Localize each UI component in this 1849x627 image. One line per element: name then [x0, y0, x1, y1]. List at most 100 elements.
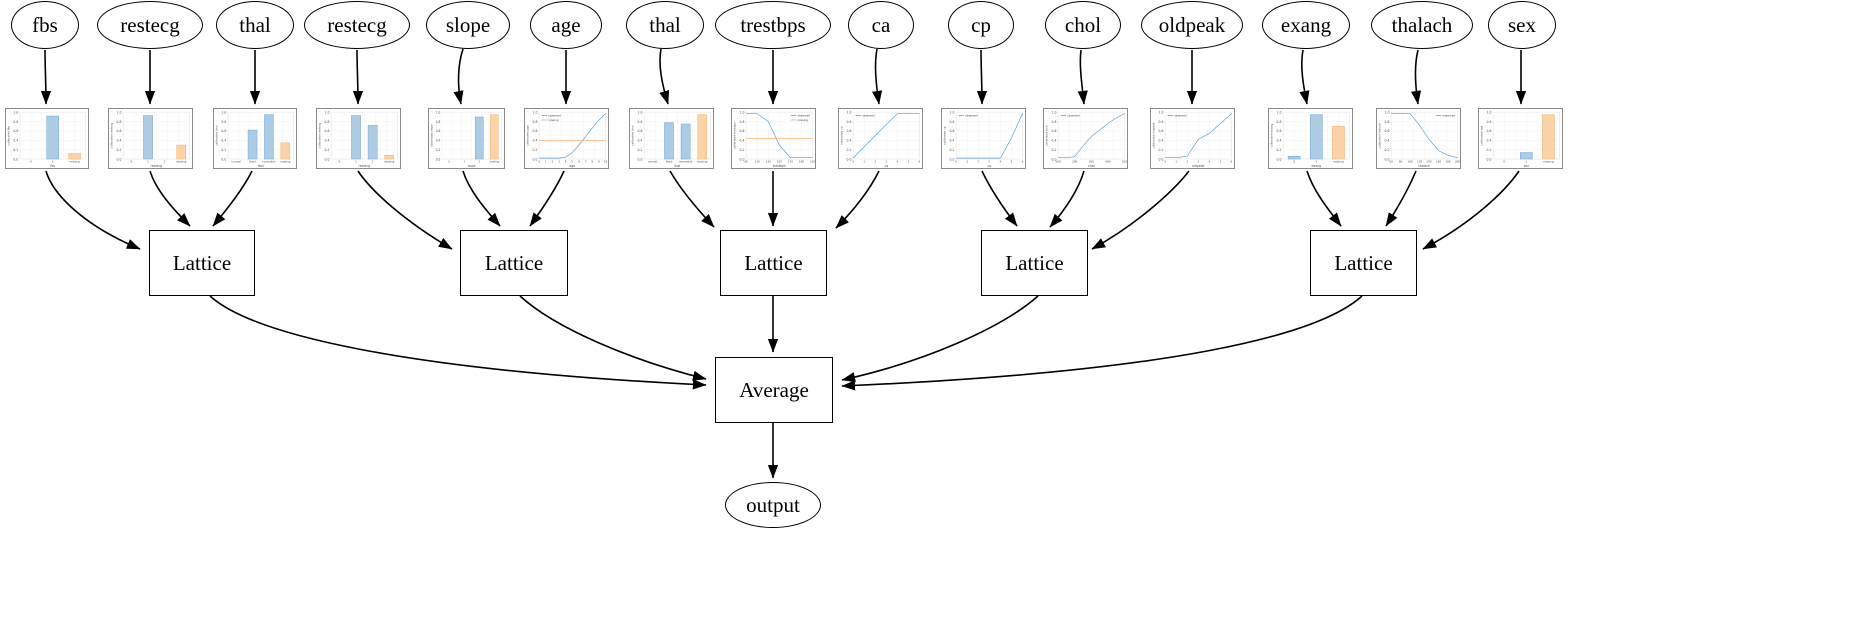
svg-text:missing: missing: [490, 160, 500, 164]
svg-text:1: 1: [147, 160, 149, 164]
svg-text:0.2: 0.2: [739, 148, 744, 152]
svg-text:0.6: 0.6: [436, 129, 441, 133]
svg-text:exang: exang: [1312, 164, 1322, 168]
svg-text:1.0: 1.0: [324, 111, 329, 115]
feature-node-chol[interactable]: chol: [1045, 1, 1121, 49]
svg-text:1.0: 1.0: [1051, 111, 1056, 115]
node-label: Lattice: [172, 250, 232, 275]
svg-text:10: 10: [604, 160, 608, 164]
feature-node-cp[interactable]: cp: [948, 1, 1014, 49]
feature-node-exang[interactable]: exang: [1262, 1, 1350, 49]
svg-text:1.0: 1.0: [949, 111, 954, 115]
svg-text:6: 6: [1022, 160, 1024, 164]
node-label: fbs: [32, 12, 58, 37]
edge-feature-to-plot: [1077, 49, 1088, 105]
average-node[interactable]: Average: [715, 357, 833, 423]
svg-text:300: 300: [1089, 160, 1094, 164]
svg-text:1.0: 1.0: [739, 111, 744, 115]
feature-node-restecg[interactable]: restecg: [97, 1, 203, 49]
feature-node-sex[interactable]: sex: [1488, 1, 1556, 49]
svg-text:calibrated restecg: calibrated restecg: [110, 123, 114, 149]
edge-lattice-to-average: [841, 295, 1039, 383]
edge-lattice-to-average: [209, 295, 707, 390]
lattice-node[interactable]: Lattice: [460, 230, 568, 296]
svg-text:0.6: 0.6: [116, 129, 121, 133]
svg-text:0.8: 0.8: [637, 120, 642, 124]
svg-text:0: 0: [955, 160, 957, 164]
edge-plot-to-lattice: [1306, 170, 1342, 227]
svg-text:0: 0: [1293, 160, 1295, 164]
feature-node-fbs[interactable]: fbs: [11, 1, 79, 49]
svg-text:0.4: 0.4: [846, 139, 851, 143]
feature-node-thal[interactable]: thal: [626, 1, 704, 49]
svg-text:0.2: 0.2: [116, 148, 121, 152]
output-node[interactable]: output: [725, 482, 821, 528]
edge-plot-to-lattice: [529, 170, 565, 227]
lattice-node[interactable]: Lattice: [1310, 230, 1417, 296]
svg-text:0.2: 0.2: [436, 148, 441, 152]
edge-feature-to-plot: [352, 49, 364, 105]
svg-text:observed: observed: [862, 114, 875, 118]
svg-text:0.6: 0.6: [221, 129, 226, 133]
svg-text:0.0: 0.0: [1384, 157, 1389, 161]
feature-node-thal[interactable]: thal: [216, 1, 294, 49]
svg-text:0: 0: [30, 160, 32, 164]
node-label: ca: [871, 12, 891, 37]
svg-text:calibrated thal: calibrated thal: [215, 125, 219, 146]
svg-text:reversible: reversible: [679, 160, 693, 164]
svg-text:0.4: 0.4: [1051, 139, 1056, 143]
svg-text:thalach: thalach: [1419, 164, 1431, 168]
feature-node-thalach[interactable]: thalach: [1371, 1, 1473, 49]
svg-text:0.6: 0.6: [846, 129, 851, 133]
svg-text:0.6: 0.6: [1158, 129, 1163, 133]
svg-text:0.4: 0.4: [1486, 139, 1491, 143]
svg-text:0.6: 0.6: [739, 129, 744, 133]
lattice-node[interactable]: Lattice: [149, 230, 255, 296]
edge-feature-to-plot: [871, 48, 883, 105]
svg-text:calibrated ca: calibrated ca: [840, 126, 844, 145]
svg-text:5: 5: [908, 160, 910, 164]
svg-text:5: 5: [1220, 160, 1222, 164]
svg-text:0.2: 0.2: [1276, 148, 1281, 152]
svg-text:0.2: 0.2: [846, 148, 851, 152]
svg-text:fixed: fixed: [666, 160, 673, 164]
node-label: chol: [1064, 12, 1102, 37]
svg-text:restecg: restecg: [151, 164, 163, 168]
svg-text:1: 1: [463, 160, 465, 164]
edge-feature-to-plot: [453, 48, 464, 105]
svg-text:0.2: 0.2: [221, 148, 226, 152]
svg-text:1: 1: [1175, 160, 1177, 164]
feature-node-ca[interactable]: ca: [848, 1, 914, 49]
node-label: exang: [1280, 12, 1332, 37]
node-label: oldpeak: [1158, 12, 1226, 37]
svg-text:1: 1: [1315, 160, 1317, 164]
svg-text:170: 170: [788, 160, 793, 164]
node-label: thal: [239, 12, 271, 37]
node-label: sex: [1508, 12, 1536, 37]
feature-node-oldpeak[interactable]: oldpeak: [1141, 1, 1243, 49]
lattice-node[interactable]: Lattice: [981, 230, 1088, 296]
svg-text:130: 130: [766, 160, 771, 164]
svg-text:0.6: 0.6: [13, 129, 18, 133]
svg-text:0.0: 0.0: [846, 157, 851, 161]
svg-text:0.8: 0.8: [532, 120, 537, 124]
svg-text:1: 1: [1525, 160, 1527, 164]
feature-node-slope[interactable]: slope: [426, 1, 510, 49]
lattice-node[interactable]: Lattice: [720, 230, 827, 296]
feature-node-age[interactable]: age: [530, 1, 602, 49]
svg-text:0.0: 0.0: [1158, 157, 1163, 161]
svg-text:observed: observed: [965, 114, 978, 118]
svg-text:190: 190: [799, 160, 804, 164]
svg-text:1.0: 1.0: [1384, 111, 1389, 115]
feature-node-trestbps[interactable]: trestbps: [715, 1, 831, 49]
feature-node-restecg[interactable]: restecg: [304, 1, 410, 49]
svg-text:slope: slope: [468, 164, 476, 168]
edge-plot-to-lattice: [835, 170, 880, 229]
svg-text:normal: normal: [648, 160, 658, 164]
svg-text:0.4: 0.4: [1276, 139, 1281, 143]
